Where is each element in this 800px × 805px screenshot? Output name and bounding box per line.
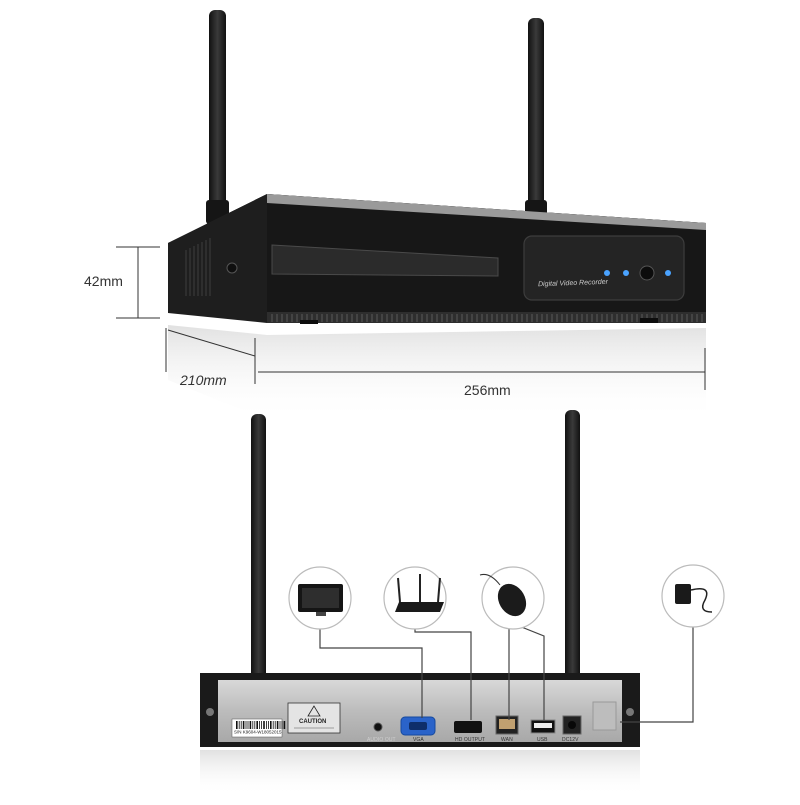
vent-slots bbox=[185, 238, 211, 296]
depth-label: 210mm bbox=[180, 372, 227, 388]
usb-label: USB bbox=[537, 737, 548, 743]
led-hdd bbox=[623, 270, 629, 276]
wan-label: WAN bbox=[501, 737, 513, 743]
rear-reflection bbox=[200, 750, 640, 795]
hdmi-label: HD OUTPUT bbox=[455, 737, 486, 743]
led-network bbox=[665, 270, 671, 276]
caution-sticker bbox=[287, 702, 341, 734]
power-label: DC12V bbox=[562, 737, 579, 743]
antenna-right bbox=[528, 18, 544, 223]
width-label: 256mm bbox=[464, 382, 511, 398]
led-power bbox=[604, 270, 610, 276]
power-adapter-icon bbox=[661, 564, 725, 628]
antenna-left bbox=[209, 10, 226, 222]
front-control-panel bbox=[523, 235, 685, 301]
caution-label: CAUTION bbox=[299, 719, 327, 725]
ir-sensor bbox=[639, 265, 655, 281]
router-icon bbox=[383, 566, 447, 630]
antenna-rear-left bbox=[251, 414, 266, 700]
nvr-rear-view bbox=[200, 410, 640, 795]
front-stripe bbox=[271, 244, 499, 277]
mouse-icon bbox=[479, 566, 545, 630]
device-side bbox=[168, 194, 267, 323]
serial-number: S/N K9604-W18052015 bbox=[234, 730, 282, 736]
barcode bbox=[236, 721, 286, 729]
audio-out-label: AUDIO OUT bbox=[367, 737, 396, 743]
monitor-icon bbox=[288, 566, 352, 630]
antenna-rear-right bbox=[565, 410, 580, 700]
hdmi-port bbox=[454, 721, 482, 733]
audio-out-port bbox=[373, 722, 383, 732]
height-label: 42mm bbox=[84, 273, 123, 289]
vga-label: VGA bbox=[413, 737, 424, 743]
nvr-front-view bbox=[168, 10, 706, 420]
dimension-markers bbox=[116, 246, 706, 390]
